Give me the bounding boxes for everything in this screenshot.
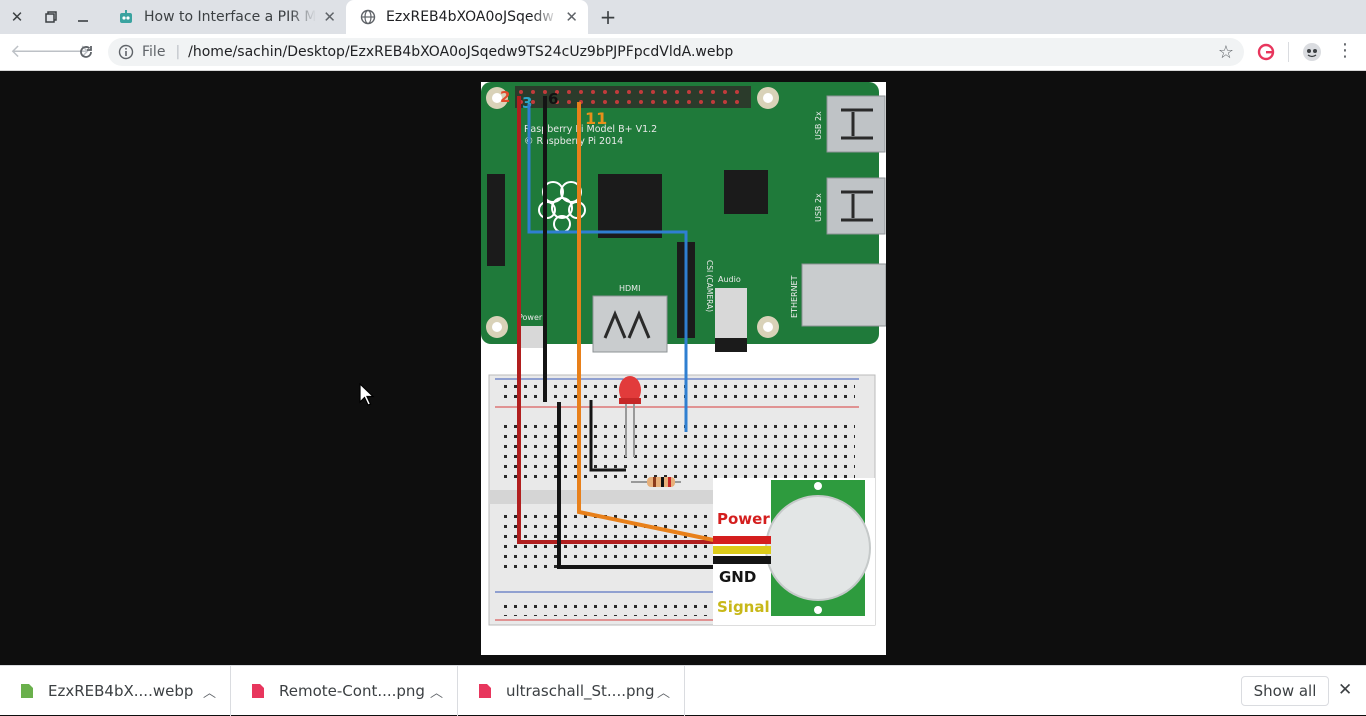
chevron-up-icon[interactable]: ︿ <box>202 685 216 701</box>
image-file-icon <box>21 684 33 698</box>
window-close-icon[interactable]: ✕ <box>10 8 24 26</box>
bookmark-star-icon[interactable]: ☆ <box>1217 42 1234 63</box>
info-icon[interactable] <box>118 44 134 60</box>
window-minimize-icon[interactable] <box>66 0 100 34</box>
grammarly-extension-icon[interactable] <box>1256 42 1276 62</box>
tab-close-icon[interactable]: ✕ <box>323 8 336 26</box>
download-item-webp[interactable]: EzxREB4bX....webp ︿ <box>0 666 231 716</box>
scheme-label: File <box>142 44 166 60</box>
back-icon[interactable]: 🡐 <box>10 41 59 62</box>
chevron-up-icon[interactable]: ︿ <box>429 685 443 701</box>
reload-icon[interactable] <box>74 40 98 64</box>
download-shelf: EzxREB4bX....webp ︿ Remote-Cont....png ︿… <box>0 665 1366 716</box>
board-model-text: Raspberry Pi Model B+ V1.2 <box>524 124 657 135</box>
profile-avatar-icon[interactable] <box>1302 42 1322 62</box>
soc-chip <box>598 174 662 238</box>
audio-label: Audio <box>718 275 741 284</box>
tab-title: EzxREB4bXOA0oJSqedw <box>386 9 554 25</box>
window-restore-icon[interactable] <box>34 0 68 34</box>
address-bar[interactable]: File | /home/sachin/Desktop/EzxREB4bXOA0… <box>108 38 1244 66</box>
pin-label-3: 3 <box>522 94 532 112</box>
download-filename: ultraschall_St....png <box>506 682 655 700</box>
wiring-diagram-image: 2 3 6 11 Raspberry Pi Model B+ V1.2 © Ra… <box>481 82 887 655</box>
resistor <box>631 477 681 487</box>
pir-dome <box>765 495 871 601</box>
usb-port-2 <box>826 177 886 235</box>
globe-icon <box>360 9 376 25</box>
robot-icon <box>120 10 132 23</box>
power-port <box>519 326 545 348</box>
more-menu-icon[interactable]: ⋮ <box>1336 40 1354 61</box>
sensor-power-label: Power <box>717 510 770 528</box>
toolbar: 🡐 🡒 File | /home/sachin/Desktop/EzxREB4b… <box>0 34 1366 71</box>
show-all-button[interactable]: Show all <box>1241 676 1329 706</box>
ethernet-port <box>801 263 887 327</box>
camera-label: CSI (CAMERA) <box>705 260 714 312</box>
tab-strip: ✕ How to Interface a PIR Mot ✕ EzxREB4bX… <box>0 0 1366 34</box>
usb-label-2: USB 2x <box>814 193 823 222</box>
red-led <box>619 376 641 457</box>
wire-pin3-blue <box>527 104 688 432</box>
download-filename: Remote-Cont....png <box>279 682 425 700</box>
wire-gnd-black <box>557 402 771 569</box>
close-shelf-icon[interactable]: ✕ <box>1338 680 1353 700</box>
url-text: /home/sachin/Desktop/EzxREB4bXOA0oJSqedw… <box>188 44 734 60</box>
board-copyright-text: © Raspberry Pi 2014 <box>524 136 623 147</box>
mouse-cursor-icon <box>359 383 375 406</box>
pin-label-2: 2 <box>500 88 510 106</box>
hdmi-port <box>592 295 668 353</box>
tab-close-icon[interactable]: ✕ <box>565 8 578 26</box>
wire-pin11-orange <box>577 102 772 554</box>
wire-led-black <box>589 400 626 472</box>
usb-chip <box>724 170 768 214</box>
chevron-up-icon[interactable]: ︿ <box>656 685 670 701</box>
download-item-ultraschall-png[interactable]: ultraschall_St....png ︿ <box>458 666 685 716</box>
wire-pin2-red <box>517 96 771 544</box>
toolbar-divider <box>1288 42 1289 62</box>
usb-port-1 <box>826 95 886 153</box>
tab-pir-article[interactable]: How to Interface a PIR Mot ✕ <box>104 0 346 34</box>
tab-title: How to Interface a PIR Mot <box>144 9 316 25</box>
tab-webp-image[interactable]: EzxREB4bXOA0oJSqedw ✕ <box>346 0 588 34</box>
scheme-divider: | <box>175 44 181 60</box>
sensor-gnd-label: GND <box>719 568 756 586</box>
image-viewer: 2 3 6 11 Raspberry Pi Model B+ V1.2 © Ra… <box>0 71 1366 665</box>
power-port-label: Power <box>518 313 543 322</box>
download-filename: EzxREB4bX....webp <box>48 682 194 700</box>
forward-icon[interactable]: 🡒 <box>42 41 91 62</box>
usb-label-1: USB 2x <box>814 111 823 140</box>
png-file-icon <box>479 684 491 698</box>
new-tab-icon[interactable]: + <box>599 5 617 29</box>
png-file-icon <box>252 684 264 698</box>
hdmi-label: HDMI <box>619 284 640 293</box>
sensor-signal-label: Signal <box>717 598 770 616</box>
ethernet-label: ETHERNET <box>790 275 799 318</box>
pin-label-6: 6 <box>548 90 558 108</box>
download-item-remote-png[interactable]: Remote-Cont....png ︿ <box>231 666 458 716</box>
pin-label-11: 11 <box>585 109 607 128</box>
